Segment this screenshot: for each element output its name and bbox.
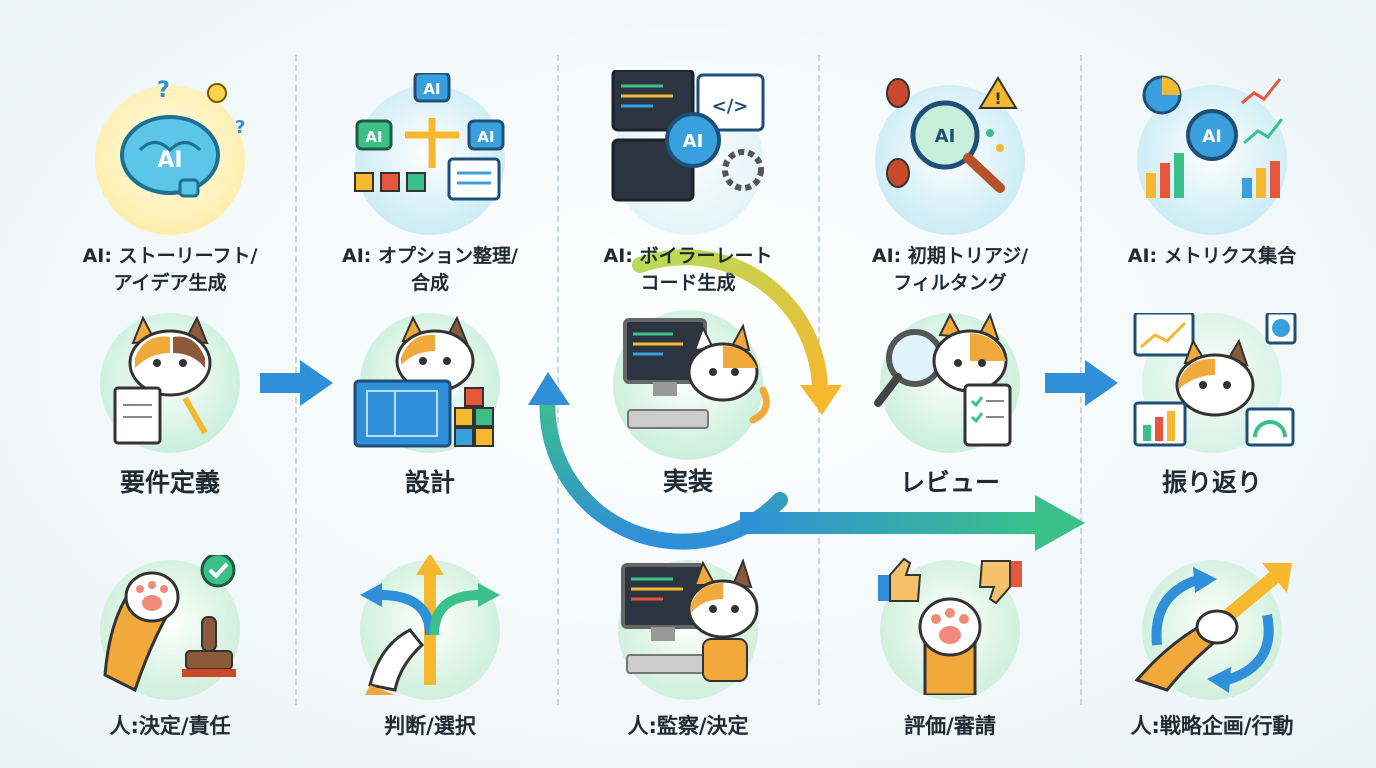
human-card-label: 判断/選択 [384, 714, 476, 738]
arrow-review-to-retrospective [1045, 360, 1118, 406]
ai-bug-triage-icon: ! AI [886, 76, 1018, 193]
ai-options-flow-icon: AI AI AI [354, 73, 505, 201]
long-flow-arrow [740, 495, 1085, 551]
human-card-label: 評価/審請 [904, 714, 996, 738]
svg-text:AI: AI [683, 131, 704, 152]
svg-text:AI: AI [365, 128, 382, 146]
paw-stamp-approve-icon [103, 555, 236, 693]
phase-label: 実装 [662, 467, 713, 496]
paw-choose-direction-icon [360, 555, 500, 695]
paw-strategy-arrows-icon [1134, 563, 1292, 693]
svg-text:AI: AI [157, 148, 182, 173]
human-card-label: 人:戦略企画/行動 [1130, 714, 1294, 738]
ai-card-label: AI: 初期トリアジ/ フィルタング [871, 245, 1029, 294]
cat-monitor-icon [621, 558, 759, 682]
ai-card-label: AI: ボイラーレート コード生成 [603, 245, 773, 294]
ai-brain-idea-icon: ? ? AI [120, 78, 245, 198]
svg-text:AI: AI [1202, 127, 1221, 147]
svg-text:?: ? [235, 117, 245, 138]
column-divider [557, 55, 559, 705]
human-card-label: 人:監察/決定 [627, 714, 749, 738]
svg-text:!: ! [994, 89, 1001, 108]
ai-card-label: AI: オプション整理/ 合成 [342, 245, 518, 294]
ai-card-label: AI: ストーリーフト/ アイデア生成 [82, 245, 258, 294]
phase-label: レビュー [899, 468, 1000, 497]
phase-label: 設計 [404, 468, 455, 497]
svg-text:</>: </> [712, 96, 749, 117]
svg-text:AI: AI [423, 80, 440, 98]
cat-retrospective-icon [1133, 313, 1297, 447]
ai-metrics-icon: AI [1142, 75, 1284, 198]
arrow-requirements-to-design [260, 360, 333, 406]
thumbs-paw-icon [878, 557, 1022, 695]
human-card-label: 人:決定/責任 [109, 714, 231, 738]
svg-text:AI: AI [935, 126, 956, 147]
ai-card-label: AI: メトリクス集合 [1127, 245, 1297, 267]
phase-label: 振り返り [1161, 468, 1262, 497]
cat-design-icon [353, 315, 494, 448]
svg-text:?: ? [157, 78, 170, 103]
svg-text:AI: AI [477, 128, 494, 146]
cat-requirements-icon [113, 315, 212, 445]
cat-coding-icon [623, 318, 770, 429]
phase-label: 要件定義 [119, 468, 220, 497]
ai-code-generation-icon: </> AI [611, 70, 765, 202]
cat-review-icon [874, 313, 1012, 447]
